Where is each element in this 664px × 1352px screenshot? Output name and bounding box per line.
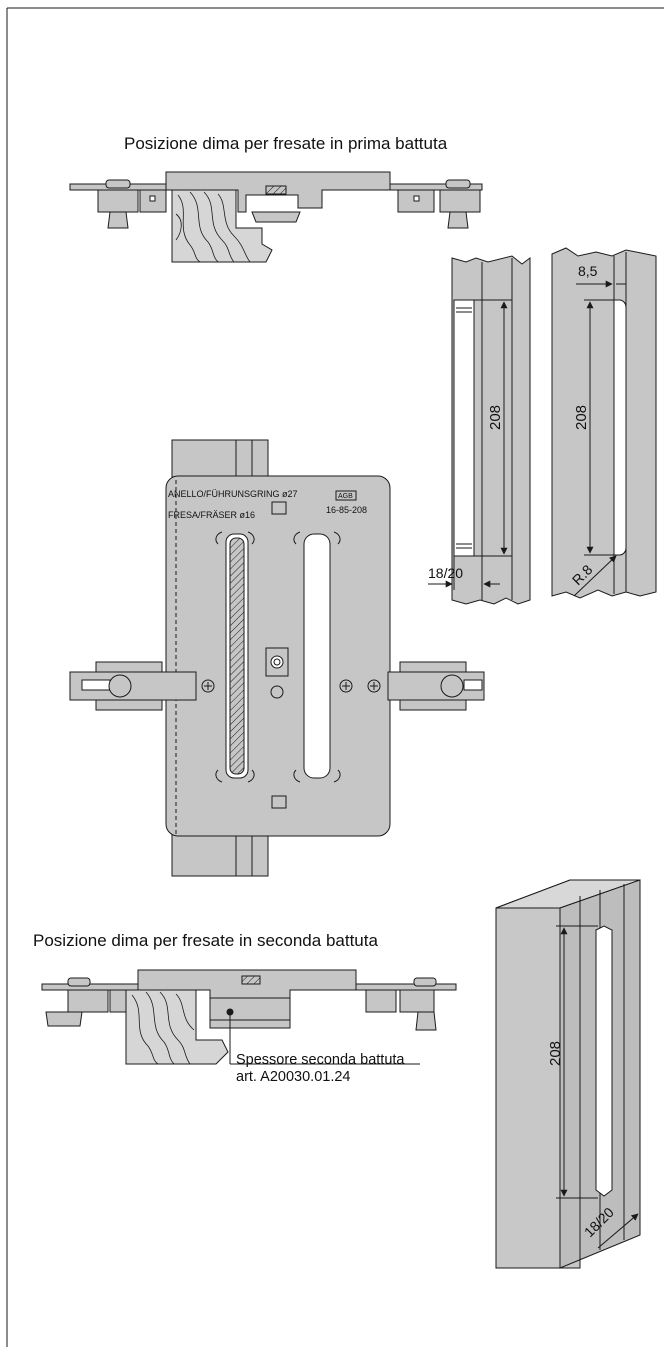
- right-clamp-foot: [447, 211, 469, 229]
- template-code: 16-85-208: [326, 505, 367, 515]
- ring-label: ANELLO/FÜHRUNSGRING ø27: [168, 489, 298, 499]
- left-clamp-foot-2: [45, 1011, 83, 1027]
- first-rebate-section-view: [69, 171, 483, 263]
- page-frame: [6, 7, 664, 1347]
- cutter-label: FRESA/FRÄSER ø16: [168, 510, 255, 520]
- second-rebate-section-view: [41, 969, 457, 1065]
- caption-second-rebate: Posizione dima per fresate in seconda ba…: [33, 931, 378, 950]
- dim-208-b-label: 208: [573, 405, 590, 430]
- right-clamp-knob: [440, 674, 464, 698]
- second-rebate-spacer: [209, 997, 291, 1021]
- left-clamp-body-2: [67, 989, 109, 1013]
- isometric-profile-view: [495, 879, 641, 1269]
- brand-badge-text: AGB: [338, 493, 353, 500]
- dim-208-c-label: 208: [547, 1041, 564, 1066]
- dim-208-a-label: 208: [487, 405, 504, 430]
- profile-view-a: [428, 255, 531, 605]
- left-clamp-foot: [107, 211, 129, 229]
- right-clamp-body: [439, 189, 481, 213]
- wood-profile: [171, 189, 273, 263]
- caption-first-rebate: Posizione dima per fresate in prima batt…: [124, 134, 448, 153]
- wood-grain: [175, 191, 251, 263]
- profile-view-b: [551, 247, 657, 599]
- iso-slot: [595, 925, 613, 1197]
- right-clamp-foot-2: [415, 1011, 437, 1031]
- dim-18-20-a-label: 18/20: [428, 565, 463, 581]
- wood-profile-2: [125, 989, 229, 1065]
- profile-b-body: [551, 247, 657, 599]
- plan-view: [69, 439, 485, 877]
- spacer-note-article: art. A20030.01.24: [236, 1069, 351, 1085]
- left-clamp-screw-head: [105, 179, 131, 189]
- right-slot: [303, 533, 331, 779]
- spacer-note-name: Spessore seconda battuta: [236, 1052, 405, 1068]
- profile-b-slot: [613, 299, 627, 556]
- brand-badge: [335, 490, 357, 501]
- left-slot-hatched: [229, 537, 245, 775]
- router-knob: [251, 211, 301, 223]
- dim-8-5-label: 8,5: [578, 263, 598, 279]
- right-clamp-body-2: [399, 989, 435, 1013]
- cutter-insert: [265, 185, 287, 195]
- profile-a-slot: [453, 299, 475, 557]
- right-clamp-screw-head: [445, 179, 471, 189]
- left-clamp-knob: [108, 674, 132, 698]
- left-clamp-body: [97, 189, 139, 213]
